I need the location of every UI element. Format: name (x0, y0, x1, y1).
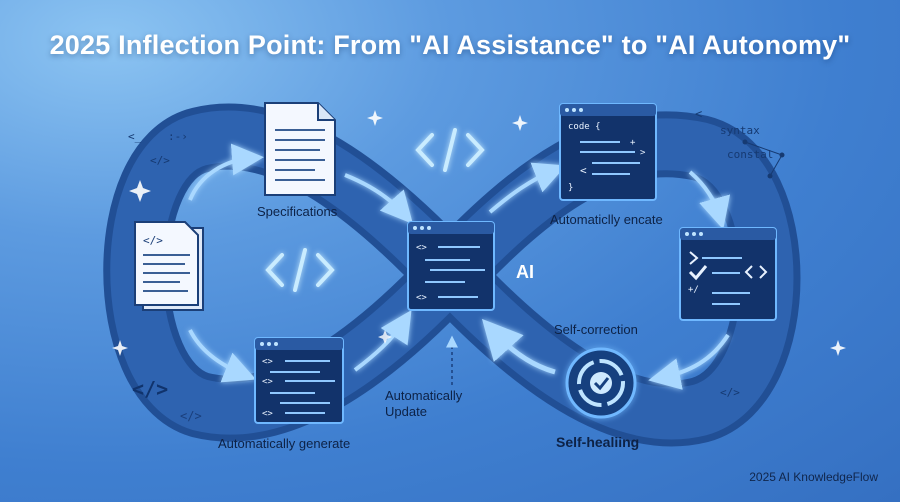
svg-text:</>: </> (143, 234, 163, 247)
flow-arrow (344, 173, 413, 224)
constal-text: constal (727, 148, 774, 161)
specifications-label: Specifications (257, 204, 338, 219)
svg-text:<>: <> (416, 293, 427, 303)
ai-label: AI (516, 262, 534, 282)
refresh-check-icon (565, 347, 637, 419)
flow-arrow (648, 333, 730, 390)
ai-code-window-icon: <> <> (407, 221, 495, 311)
plus-slash-text: +/ (688, 285, 699, 295)
cursor-glyph: <_ (128, 130, 142, 143)
self-healing-label: Self-healiing (556, 434, 640, 450)
svg-text:<: < (580, 164, 587, 177)
svg-text:<>: <> (262, 377, 273, 387)
flow-arrow (488, 162, 567, 214)
footer-brand: 2025 AI KnowledgeFlow (749, 470, 878, 484)
auto-update-line2: Update (385, 404, 427, 419)
auto-generate-label: Automatically generate (218, 436, 351, 451)
svg-text:<>: <> (416, 243, 427, 253)
flow-arrow (688, 170, 731, 230)
slash-code-glyph: </> (150, 154, 170, 167)
code-open-text: code { (568, 122, 601, 132)
chevron-glyph: < (695, 107, 702, 121)
check-icon (688, 265, 708, 281)
flow-arrow (353, 309, 412, 372)
flow-arrow (188, 143, 264, 201)
arrow-glyph: :-› (168, 130, 188, 143)
sparkle-icon (112, 110, 846, 356)
svg-text:<>: <> (262, 357, 273, 367)
slash-code-glyph: </> (180, 409, 202, 423)
slash-code-glyph: </> (720, 386, 740, 399)
code-document-icon: </> (134, 221, 204, 311)
code-close-text: } (568, 183, 574, 193)
self-correction-label: Self-correction (554, 322, 638, 337)
syntax-text: syntax (720, 124, 760, 137)
flow-arrow (188, 329, 257, 383)
auto-update-label: Automatically Update (385, 388, 462, 420)
self-correction-window-icon (679, 227, 777, 321)
specifications-document-icon (264, 102, 336, 196)
svg-text:+: + (630, 138, 636, 148)
constellation-decoration (742, 139, 785, 179)
page-title: 2025 Inflection Point: From "AI Assistan… (49, 30, 851, 60)
auto-update-line1: Automatically (385, 388, 463, 403)
svg-text:<>: <> (262, 409, 273, 419)
slash-code-glyph: </> (132, 377, 168, 401)
svg-text:>: > (640, 148, 646, 158)
auto-create-code-window-icon: + > < (559, 103, 657, 201)
code-icon (415, 128, 485, 172)
code-icon (265, 248, 335, 292)
generate-code-window-icon: <> <> <> (254, 337, 344, 424)
flow-arrow (481, 318, 556, 375)
auto-create-label: Automaticlly encate (550, 212, 663, 227)
